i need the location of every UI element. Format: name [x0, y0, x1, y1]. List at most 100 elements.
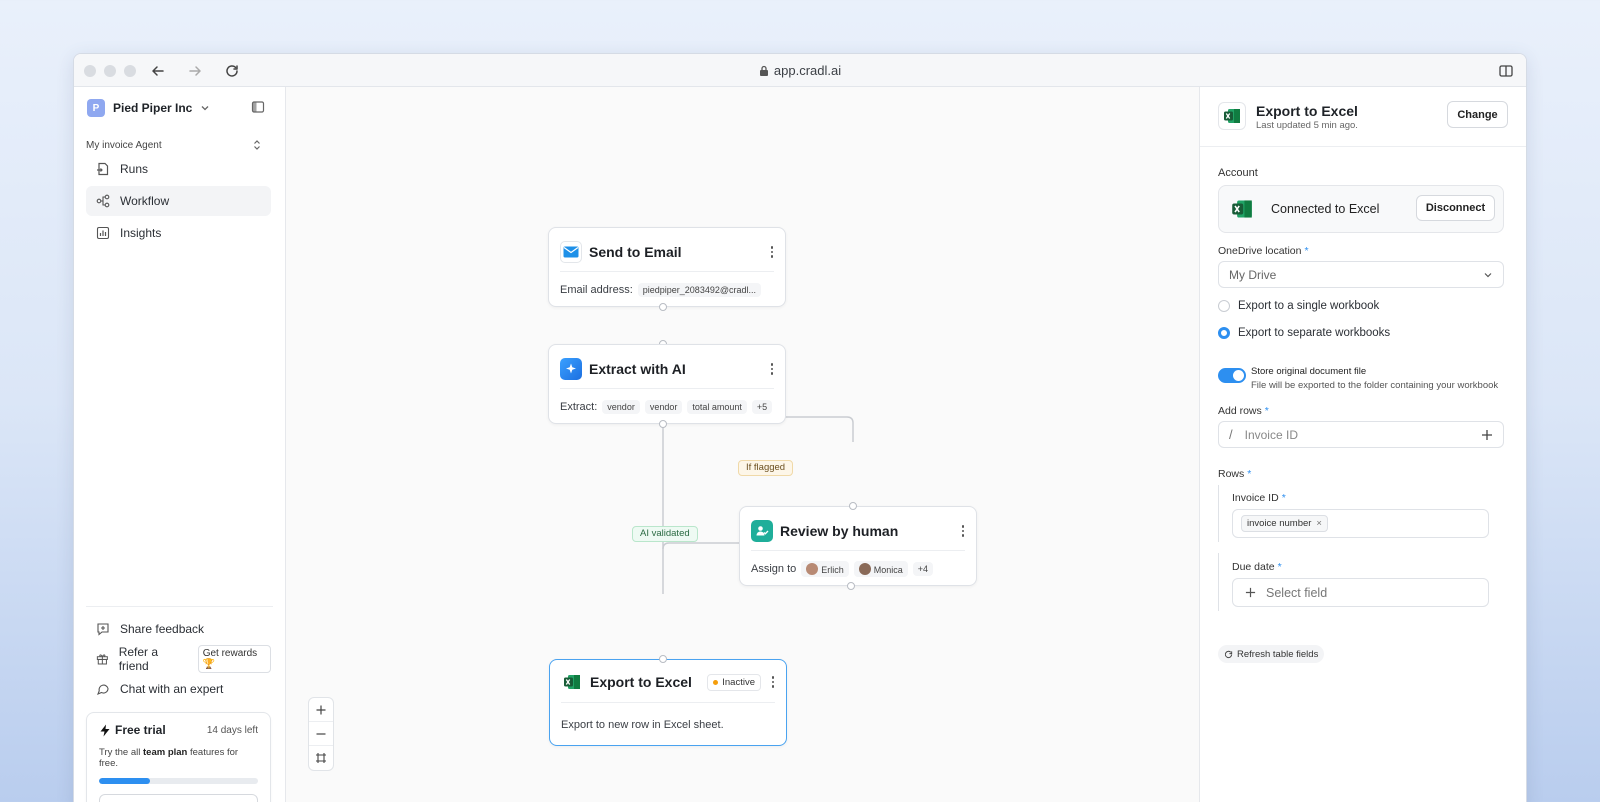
excel-icon: [1231, 198, 1253, 225]
panel-header: Export to Excel Last updated 5 min ago. …: [1200, 87, 1526, 147]
window-maximize-button[interactable]: [124, 65, 136, 77]
chat-expert-label: Chat with an expert: [120, 682, 224, 696]
forward-arrow-icon[interactable]: [185, 61, 205, 81]
fit-view-button[interactable]: [309, 746, 333, 770]
sidebar-item-label: Workflow: [120, 194, 170, 208]
sidebar-item-label: Runs: [120, 162, 149, 176]
extract-label: Extract:: [560, 401, 598, 413]
workflow-canvas[interactable]: Send to Email Email address: piedpiper_2…: [286, 87, 1199, 802]
edge-label-ai-validated: AI validated: [632, 526, 698, 542]
radio-button[interactable]: [1218, 300, 1230, 312]
share-feedback-label: Share feedback: [120, 622, 205, 636]
onedrive-location-select[interactable]: My Drive: [1218, 261, 1504, 288]
disconnect-button[interactable]: Disconnect: [1416, 195, 1495, 221]
slash-icon: /: [1229, 427, 1233, 442]
store-original-description: File will be exported to the folder cont…: [1251, 380, 1499, 391]
zoom-in-button[interactable]: [309, 698, 333, 722]
status-badge: Inactive: [707, 673, 761, 691]
sidebar-item-label: Insights: [120, 226, 162, 240]
sidebar-item-workflow[interactable]: Workflow: [86, 186, 271, 216]
org-switcher[interactable]: P Pied Piper Inc: [87, 98, 210, 118]
workflow-icon: [96, 194, 110, 208]
store-original-toggle[interactable]: [1218, 368, 1246, 383]
plus-icon: [1245, 587, 1256, 598]
node-input-handle[interactable]: [849, 502, 857, 510]
window-close-button[interactable]: [84, 65, 96, 77]
address-bar[interactable]: app.cradl.ai: [74, 54, 1526, 87]
trial-description: Try the all team plan features for free.: [99, 747, 239, 769]
node-send-to-email[interactable]: Send to Email Email address: piedpiper_2…: [548, 227, 786, 307]
field-tag: invoice number×: [1241, 515, 1328, 532]
excel-icon: [1218, 102, 1246, 130]
radio-separate-workbooks[interactable]: Export to separate workbooks: [1218, 327, 1390, 339]
add-rows-placeholder: Invoice ID: [1244, 427, 1298, 442]
node-export-to-excel[interactable]: Export to Excel Inactive Export to new r…: [549, 659, 787, 746]
sidebar-item-runs[interactable]: Runs: [86, 154, 271, 184]
more-options-icon[interactable]: [768, 673, 778, 691]
radio-button-selected[interactable]: [1218, 327, 1230, 339]
share-feedback-link[interactable]: Share feedback: [86, 617, 271, 641]
get-rewards-badge[interactable]: Get rewards 🏆: [197, 645, 271, 673]
plus-icon: [316, 705, 326, 714]
invoice-id-field[interactable]: invoice number×: [1232, 509, 1489, 538]
plus-icon[interactable]: [1481, 429, 1493, 441]
agent-name: My invoice Agent: [86, 139, 162, 151]
trial-progress-fill: [99, 778, 150, 784]
back-arrow-icon[interactable]: [148, 61, 168, 81]
add-rows-input[interactable]: / Invoice ID: [1218, 421, 1504, 448]
node-review-by-human[interactable]: Review by human Assign to Erlich Monica …: [739, 506, 977, 586]
sidebar-item-insights[interactable]: Insights: [86, 218, 271, 248]
browser-toolbar: app.cradl.ai: [74, 54, 1526, 87]
account-card: Connected to Excel Disconnect: [1218, 185, 1504, 233]
org-name: Pied Piper Inc: [113, 101, 193, 115]
fit-view-icon: [316, 753, 326, 763]
trial-days-left: 14 days left: [206, 724, 258, 736]
zoom-controls: [308, 697, 334, 771]
chat-icon: [97, 684, 109, 696]
change-button[interactable]: Change: [1447, 101, 1508, 128]
email-address-value: piedpiper_2083492@cradl...: [637, 283, 761, 297]
store-original-title: Store original document file: [1251, 366, 1367, 377]
reload-icon[interactable]: [222, 61, 242, 81]
split-view-icon[interactable]: [1496, 61, 1516, 81]
due-date-label: Due date*: [1232, 561, 1282, 573]
agent-selector[interactable]: My invoice Agent: [86, 139, 262, 151]
gift-icon: [96, 654, 108, 665]
rows-group-line: [1218, 553, 1219, 611]
rows-group-line: [1218, 485, 1219, 542]
more-options-icon[interactable]: [767, 243, 777, 261]
assignee-chip: Erlich: [801, 561, 849, 577]
insights-icon: [96, 226, 110, 240]
node-extract-with-ai[interactable]: Extract with AI Extract: vendor vendor t…: [548, 344, 786, 424]
node-output-handle[interactable]: [659, 420, 667, 428]
radio-single-workbook[interactable]: Export to a single workbook: [1218, 300, 1379, 312]
collapse-sidebar-icon[interactable]: [251, 100, 265, 119]
due-date-field[interactable]: Select field: [1232, 578, 1489, 607]
refer-friend-link[interactable]: Refer a friend Get rewards 🏆: [86, 645, 271, 673]
node-title: Review by human: [780, 523, 899, 539]
upgrade-now-button[interactable]: Upgrade now: [99, 794, 258, 802]
trial-title: Free trial: [115, 723, 166, 737]
remove-tag-icon[interactable]: ×: [1316, 518, 1322, 529]
onedrive-location-label: OneDrive location*: [1218, 245, 1309, 257]
more-options-icon[interactable]: [958, 522, 968, 540]
window-minimize-button[interactable]: [104, 65, 116, 77]
feedback-icon: [97, 623, 109, 636]
user-check-icon: [751, 520, 773, 542]
chat-expert-link[interactable]: Chat with an expert: [86, 677, 271, 701]
account-label: Account: [1218, 167, 1258, 179]
node-title: Send to Email: [589, 244, 682, 260]
sidebar-divider: [86, 606, 273, 607]
email-icon: [560, 241, 582, 263]
refresh-table-fields-button[interactable]: Refresh table fields: [1218, 645, 1325, 663]
extract-more-chip: +5: [751, 400, 773, 414]
node-output-handle[interactable]: [659, 303, 667, 311]
node-input-handle[interactable]: [659, 655, 667, 663]
add-rows-label: Add rows*: [1218, 405, 1269, 417]
assign-to-label: Assign to: [751, 563, 797, 575]
more-options-icon[interactable]: [767, 360, 777, 378]
avatar: [858, 563, 871, 575]
excel-icon: [561, 671, 583, 693]
zoom-out-button[interactable]: [309, 722, 333, 746]
node-output-handle[interactable]: [847, 582, 855, 590]
